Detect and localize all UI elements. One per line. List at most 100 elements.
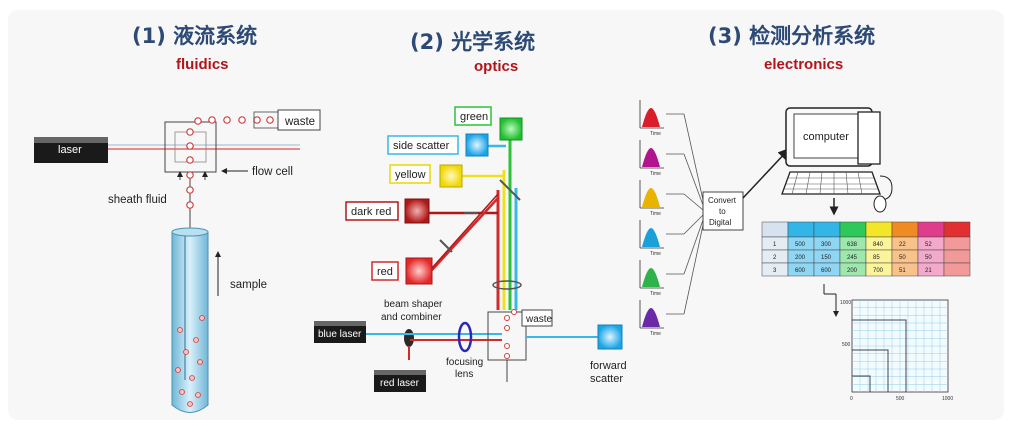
forward-scatter-label-1: forward <box>590 360 627 372</box>
red-label: red <box>377 266 393 278</box>
signal-peak: Time <box>639 300 664 337</box>
optics-waste-label: waste <box>525 314 553 325</box>
table-cell-value: 600 <box>821 268 832 274</box>
sample-tube <box>171 231 209 413</box>
blue-laser-box <box>314 321 366 343</box>
table-cell-value: 3 <box>773 268 777 274</box>
mouse-cable <box>879 175 893 201</box>
sample-label: sample <box>230 279 267 291</box>
yellow-label: yellow <box>395 169 426 181</box>
plot-xtick: 1000 <box>942 396 953 402</box>
dichroic-mirror-2 <box>439 239 453 253</box>
peak-time-label: Time <box>650 171 661 177</box>
beam-shaper-lens <box>404 329 414 347</box>
table-cell-value: 700 <box>873 268 884 274</box>
table-header-cell <box>891 221 919 238</box>
peak-time-label: Time <box>650 211 661 217</box>
table-cell-value: 150 <box>821 255 832 261</box>
peak-connector-diag <box>683 224 704 315</box>
table-header-cell <box>917 221 945 238</box>
optics-cell-stream <box>504 309 517 359</box>
peak-curve <box>642 188 660 207</box>
peak-curve <box>642 268 660 287</box>
table-cell-value: 21 <box>925 268 932 274</box>
side-scatter-label: side scatter <box>393 140 450 152</box>
table-cell-value: 1 <box>773 242 777 248</box>
forward-scatter-label-2: scatter <box>590 373 623 385</box>
signal-peak: Time <box>639 140 664 177</box>
adc-label-2: to <box>719 207 726 216</box>
table-cell-value: 2 <box>773 255 777 261</box>
laser-label: laser <box>58 144 82 156</box>
adc-box <box>702 191 744 231</box>
peak-time-label: Time <box>650 131 661 137</box>
table-cell-value: 500 <box>795 242 806 248</box>
plot-xtick: 500 <box>896 396 905 402</box>
sample-cells <box>175 315 205 407</box>
focusing-label-1: focusing <box>446 357 483 368</box>
peak-curve <box>642 108 660 127</box>
section-title-fluidics: (1) 液流系统 <box>132 24 258 48</box>
table-header-cell <box>865 221 893 238</box>
table-cell-value: 50 <box>925 255 932 261</box>
red-diagonal-beam-2 <box>431 193 499 269</box>
red-detector <box>405 257 433 285</box>
keyboard <box>781 171 881 195</box>
section-subtitle-fluidics: fluidics <box>176 56 229 73</box>
signal-connectors <box>666 113 704 315</box>
plot-region-1 <box>852 319 907 392</box>
sample-tube-rim <box>171 227 209 237</box>
table-cell-value: 22 <box>899 242 906 248</box>
keyboard-keys <box>784 171 878 195</box>
waste-label: waste <box>284 116 315 128</box>
plot-xtick: 0 <box>850 396 853 402</box>
peak-time-label: Time <box>650 251 661 257</box>
table-cell-value: 200 <box>795 255 806 261</box>
table-cell-value: 85 <box>873 255 880 261</box>
table-cell-value: 51 <box>899 268 906 274</box>
yellow-label-box <box>389 164 431 184</box>
dark-red-label-box <box>345 201 399 221</box>
computer-label: computer <box>803 131 849 143</box>
beam-shaper-label-1: beam shaper <box>384 299 443 310</box>
table-cell-value: 52 <box>925 242 932 248</box>
focusing-lens <box>457 321 473 353</box>
blue-laser-label: blue laser <box>318 329 362 340</box>
red-laser-highlight <box>374 370 426 375</box>
peak-curve <box>642 308 660 327</box>
beam-shaper-label-2: and combiner <box>381 312 442 323</box>
section-subtitle-electronics: electronics <box>764 56 844 73</box>
signal-peak: Time <box>639 260 664 297</box>
fluidics-diagram: laser w <box>34 109 321 413</box>
peak-connector-diag <box>683 214 704 235</box>
peak-connector-diag <box>683 219 704 275</box>
side-scatter-label-box <box>387 135 459 155</box>
table-cell-value: 50 <box>899 255 906 261</box>
waste-box <box>277 109 321 131</box>
cell-stream <box>186 116 274 209</box>
adc-label-3: Digital <box>709 218 731 227</box>
peak-curve <box>642 148 660 167</box>
table-header-cell <box>787 221 815 238</box>
flow-cell-label: flow cell <box>252 166 293 178</box>
peak-connector-diag <box>683 113 704 201</box>
peak-curve <box>642 228 660 247</box>
peak-connector-diag <box>683 153 704 206</box>
table-cell-value: 300 <box>821 242 832 248</box>
laser-box-highlight <box>34 137 108 143</box>
side-scatter-detector <box>465 133 489 157</box>
red-diagonal-beam <box>431 197 499 271</box>
dark-red-label: dark red <box>351 206 391 218</box>
focusing-label-2: lens <box>455 369 473 380</box>
table-cell-value: 200 <box>847 268 858 274</box>
green-label-box <box>454 106 492 126</box>
section-title-electronics: (3) 检测分析系统 <box>708 24 876 48</box>
peak-time-label: Time <box>650 331 661 337</box>
section-title-optics: (2) 光学系统 <box>410 30 536 54</box>
adc-to-computer-arrow <box>742 147 791 199</box>
green-label: green <box>460 111 488 123</box>
